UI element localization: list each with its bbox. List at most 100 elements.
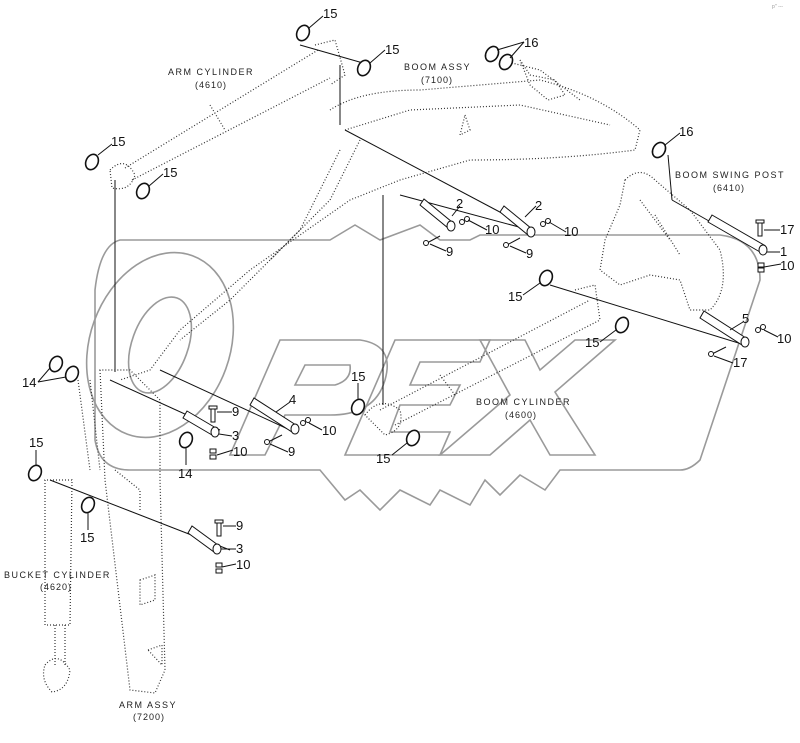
watermark-letter-x bbox=[437, 339, 618, 456]
callout-17: 17 bbox=[780, 222, 794, 237]
watermark-gear-outline bbox=[94, 224, 761, 512]
boom-assy-label: BOOM ASSY bbox=[404, 62, 471, 72]
callout-3: 3 bbox=[232, 428, 239, 443]
bolt-9-b bbox=[503, 237, 521, 248]
boom-assy-code: (7100) bbox=[421, 75, 453, 85]
nuts-10-c bbox=[757, 262, 765, 273]
washer-15-g bbox=[350, 398, 366, 416]
boom-swing-post-outline bbox=[599, 171, 724, 311]
washer-15-a bbox=[295, 24, 311, 42]
washer-15-i bbox=[27, 464, 43, 482]
callout-5: 5 bbox=[742, 311, 749, 326]
boom-assy-bracket bbox=[459, 59, 566, 137]
pin-4 bbox=[249, 397, 300, 435]
callout-15: 15 bbox=[163, 165, 177, 180]
bolt-9-e bbox=[214, 519, 224, 537]
callout-15: 15 bbox=[80, 530, 94, 545]
pin-3-b bbox=[187, 525, 222, 555]
arm-cylinder-code: (4610) bbox=[195, 80, 227, 90]
boom-cylinder-label: BOOM CYLINDER bbox=[476, 397, 571, 407]
arm-assy-outline bbox=[99, 369, 166, 694]
washer-15-h bbox=[405, 429, 421, 447]
callout-17: 17 bbox=[733, 355, 747, 370]
arm-assy-label: ARM ASSY bbox=[119, 700, 177, 710]
callout-9: 9 bbox=[236, 518, 243, 533]
pin-3-a bbox=[182, 410, 220, 438]
arm-assy-code: (7200) bbox=[133, 712, 165, 722]
washer-16-b bbox=[498, 53, 514, 71]
nuts-10-g bbox=[215, 562, 223, 574]
callout-16: 16 bbox=[524, 35, 538, 50]
parts bbox=[27, 24, 768, 574]
callout-9: 9 bbox=[526, 246, 533, 261]
pin-5 bbox=[699, 310, 750, 348]
pin-axes bbox=[49, 44, 761, 551]
watermark-letter-o bbox=[85, 251, 235, 439]
watermark-letter-p bbox=[228, 339, 388, 456]
pin-2-b bbox=[499, 205, 536, 238]
washer-14-b bbox=[64, 365, 80, 383]
component-outlines bbox=[42, 39, 724, 694]
washer-15-d bbox=[135, 182, 151, 200]
callout-2: 2 bbox=[535, 198, 542, 213]
bolt-9-a bbox=[423, 235, 441, 246]
boom-swing-post-code: (6410) bbox=[713, 183, 745, 193]
nuts-10-f bbox=[300, 417, 311, 426]
nuts-10-b bbox=[540, 218, 551, 227]
pin-1 bbox=[707, 214, 768, 256]
callout-15: 15 bbox=[385, 42, 399, 57]
callout-9: 9 bbox=[288, 444, 295, 459]
bolt-17-b bbox=[708, 346, 727, 357]
boom-assy-outline bbox=[119, 59, 641, 381]
callout-10: 10 bbox=[777, 331, 791, 346]
pin-2-a bbox=[419, 198, 456, 232]
bucket-cylinder-label: BUCKET CYLINDER bbox=[4, 570, 111, 580]
bolt-17-a bbox=[755, 219, 765, 237]
washer-15-c bbox=[84, 153, 100, 171]
callout-4: 4 bbox=[289, 392, 296, 407]
washer-15-e bbox=[538, 269, 554, 287]
washer-16-a bbox=[484, 45, 500, 63]
washer-15-b bbox=[356, 59, 372, 77]
callout-14: 14 bbox=[22, 375, 36, 390]
callout-15: 15 bbox=[508, 289, 522, 304]
callout-15: 15 bbox=[111, 134, 125, 149]
washer-15-f bbox=[614, 316, 630, 334]
callout-10: 10 bbox=[233, 444, 247, 459]
boom-swing-post-label: BOOM SWING POST bbox=[675, 170, 785, 180]
callout-10: 10 bbox=[564, 224, 578, 239]
washer-16-c bbox=[651, 141, 667, 159]
callout-leaders bbox=[35, 15, 782, 568]
nuts-10-d bbox=[755, 324, 766, 333]
callout-15: 15 bbox=[29, 435, 43, 450]
washer-15-j bbox=[80, 496, 96, 514]
callout-1: 1 bbox=[780, 244, 787, 259]
callout-16: 16 bbox=[679, 124, 693, 139]
callout-9: 9 bbox=[446, 244, 453, 259]
callout-10: 10 bbox=[485, 222, 499, 237]
washer-14-c bbox=[178, 431, 194, 449]
callout-14: 14 bbox=[178, 466, 192, 481]
bucket-cylinder-outline bbox=[42, 379, 101, 693]
bolt-9-c bbox=[208, 405, 218, 423]
watermark-logo bbox=[85, 224, 761, 512]
arm-cylinder-outline bbox=[109, 39, 346, 190]
callout-3: 3 bbox=[236, 541, 243, 556]
boom-cylinder-code: (4600) bbox=[505, 410, 537, 420]
callout-numbers: 15 15 15 15 16 16 2 2 10 10 9 9 17 1 10 … bbox=[22, 6, 794, 572]
callout-9: 9 bbox=[232, 404, 239, 419]
callout-15: 15 bbox=[376, 451, 390, 466]
corner-mark: p'' --- bbox=[772, 4, 783, 10]
callout-10: 10 bbox=[236, 557, 250, 572]
callout-2: 2 bbox=[456, 196, 463, 211]
callout-15: 15 bbox=[323, 6, 337, 21]
callout-10: 10 bbox=[322, 423, 336, 438]
watermark-letter-o-inner bbox=[127, 296, 193, 394]
washer-14-a bbox=[48, 355, 64, 373]
boom-cylinder-outline bbox=[364, 284, 601, 436]
arm-cylinder-label: ARM CYLINDER bbox=[168, 67, 254, 77]
bolt-9-d bbox=[264, 434, 283, 445]
bucket-cylinder-code: (4620) bbox=[40, 582, 72, 592]
nuts-10-e bbox=[209, 448, 217, 460]
